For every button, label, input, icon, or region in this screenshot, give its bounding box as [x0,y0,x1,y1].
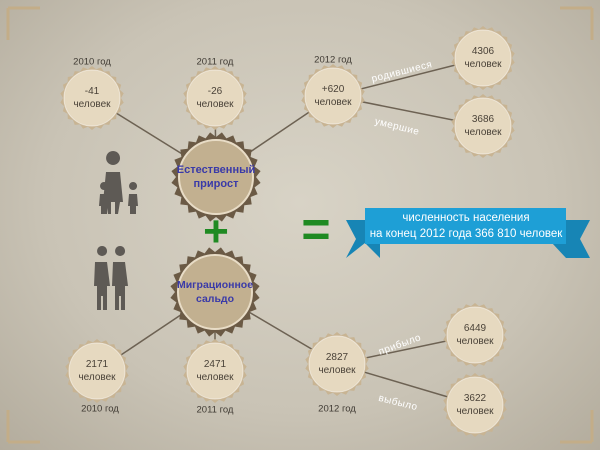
value-node: +620 человек [314,83,351,109]
node-circle [63,69,121,127]
equals-sign: = [301,201,331,257]
value-node: 2471 человек [196,358,233,384]
year-label: 2012 год [314,54,352,66]
year-label: 2011 год [196,56,234,68]
unit: человек [78,372,116,383]
departed-node: 3622 человек [456,392,493,418]
child-silhouette-icon [128,182,138,214]
year-label: 2010 год [81,403,119,415]
value-node: -26 человек [196,85,233,111]
value: 6449 [463,323,487,334]
value: -26 [207,86,223,97]
big-node-circle [178,139,254,215]
node-circle [68,342,126,400]
value: 2471 [203,359,227,370]
value: 3686 [471,114,495,125]
unit: человек [196,99,234,110]
year-label: 2012 год [318,403,356,415]
result-line2: на конец 2012 года 366 810 человек [369,228,563,240]
value-node: 2827 человек [318,351,355,377]
frame-corner [560,6,594,40]
born-node: 4306 человек [464,45,501,71]
natural-growth-node: Естественный прирост [177,163,256,191]
person-silhouette-icon [94,246,110,310]
result-line1: численность населения [402,212,530,224]
frame-corner [6,6,40,40]
node-circle [446,376,504,434]
title: Естественный [176,164,256,176]
title: прирост [193,178,239,190]
value: -41 [84,86,100,97]
year-label: 2010 год [73,56,111,68]
node-circle [186,342,244,400]
unit: человек [314,97,352,108]
result-banner: численность населения на конец 2012 года… [366,208,566,246]
node-circle [304,67,362,125]
node-circle [454,29,512,87]
unit: человек [456,336,494,347]
title: Миграционное [176,279,254,291]
value: 2827 [325,352,349,363]
plus-sign: + [203,207,229,256]
year-label: 2011 год [196,404,234,416]
died-node: 3686 человек [464,113,501,139]
unit: человек [456,406,494,417]
node-circle [186,69,244,127]
banner-body [365,208,566,244]
value: 3622 [463,393,487,404]
child-silhouette-icon [99,182,109,214]
unit: человек [464,59,502,70]
node-circle [308,335,366,393]
value: 2171 [85,359,109,370]
arrived-node: 6449 человек [456,322,493,348]
value: +620 [321,84,345,95]
frame-corner [6,410,40,444]
title: сальдо [195,293,234,305]
value-node: 2171 человек [78,358,115,384]
person-silhouette-icon [112,246,128,310]
unit: человек [196,372,234,383]
unit: человек [464,127,502,138]
unit: человек [73,99,111,110]
value-node: -41 человек [73,85,110,111]
node-circle [446,306,504,364]
value: 4306 [471,46,495,57]
node-circle [454,97,512,155]
migration-node: Миграционное сальдо [177,278,253,306]
big-node-circle [177,254,253,330]
unit: человек [318,365,356,376]
frame-corner [560,410,594,444]
